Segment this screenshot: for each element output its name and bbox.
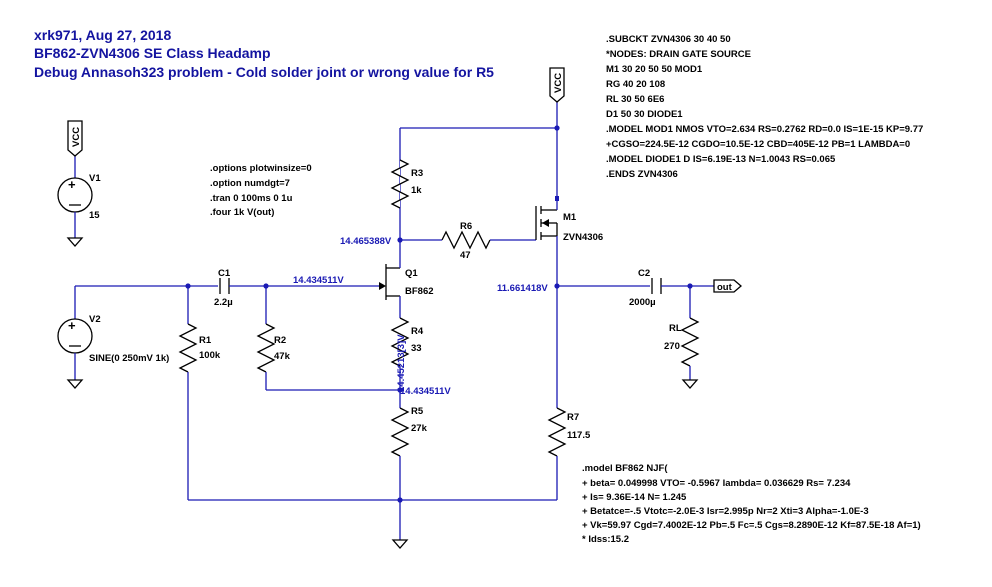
r3-resistor[interactable]: R3 1k	[390, 159, 423, 209]
r1-resistor[interactable]: R1 100k	[178, 286, 221, 500]
rl-value: 270	[664, 341, 680, 352]
rl-resistor[interactable]: RL 270	[664, 286, 700, 380]
v2-name: V2	[89, 314, 101, 325]
r7-value: 117.5	[567, 430, 591, 441]
r5-value: 27k	[411, 423, 428, 434]
subckt-line-7: +CGSO=224.5E-12 CGDO=10.5E-12 CBD=405E-1…	[606, 139, 910, 150]
q1-name: Q1	[405, 268, 418, 279]
voltage-q1-drain: 14.465388V	[340, 236, 392, 247]
v2-value: SINE(0 250mV 1k)	[89, 353, 169, 364]
r6-name: R6	[460, 221, 472, 232]
r4-resistor[interactable]: R4 33	[390, 317, 424, 367]
subckt-listing: .SUBCKT ZVN4306 30 40 50 *NODES: DRAIN G…	[606, 34, 923, 180]
subckt-line-3: RG 40 20 108	[606, 79, 665, 90]
v2-source[interactable]: + V2 SINE(0 250mV 1k)	[57, 286, 169, 380]
r2-name: R2	[274, 335, 286, 346]
subckt-line-9: .ENDS ZVN4306	[606, 169, 678, 180]
v1-value: 15	[89, 210, 100, 221]
jfet-model-line-4: + Vk=59.97 Cgd=7.4002E-12 Pb=.5 Fc=.5 Cg…	[582, 520, 921, 531]
out-port-label: out	[717, 282, 733, 293]
v1-source[interactable]: + V1 15	[57, 150, 101, 238]
r1-value: 100k	[199, 350, 221, 361]
jfet-model-line-0: .model BF862 NJF(	[582, 463, 668, 474]
svg-text:+: +	[68, 177, 76, 192]
r7-resistor[interactable]: R7 117.5	[547, 407, 591, 457]
ground-v1	[66, 237, 84, 247]
directive-1: .option numdgt=7	[210, 178, 290, 189]
r3-value: 1k	[411, 185, 422, 196]
jfet-model-line-2: + Is= 9.36E-14 N= 1.245	[582, 492, 687, 503]
svg-text:+: +	[68, 318, 76, 333]
r3-name: R3	[411, 168, 423, 179]
r6-value: 47	[460, 250, 471, 261]
subckt-line-6: .MODEL MOD1 NMOS VTO=2.634 RS=0.2762 RD=…	[606, 124, 923, 135]
vcc-flag-v1: VCC	[67, 120, 83, 157]
rl-name: RL	[669, 323, 682, 334]
directive-3: .four 1k V(out)	[210, 207, 274, 218]
out-port: out	[713, 279, 742, 293]
vcc-flag-m1-label: VCC	[553, 73, 564, 93]
title-line-1: xrk971, Aug 27, 2018	[34, 27, 171, 43]
subckt-line-1: *NODES: DRAIN GATE SOURCE	[606, 49, 751, 60]
ground-v2	[66, 379, 84, 389]
title-line-2: BF862-ZVN4306 SE Class Headamp	[34, 45, 271, 61]
subckt-line-8: .MODEL DIODE1 D IS=6.19E-13 N=1.0043 RS=…	[606, 154, 836, 165]
vcc-flag-m1: VCC	[549, 67, 565, 103]
r2-resistor[interactable]: R2 47k	[256, 286, 291, 390]
c1-name: C1	[218, 268, 231, 279]
jfet-model-line-1: + beta= 0.049998 VTO= -0.5967 lambda= 0.…	[582, 478, 851, 489]
title-line-3: Debug Annasoh323 problem - Cold solder j…	[34, 64, 494, 80]
subckt-line-4: RL 30 50 6E6	[606, 94, 664, 105]
jfet-model-listing: .model BF862 NJF( + beta= 0.049998 VTO= …	[582, 463, 921, 545]
directive-0: .options plotwinsize=0	[210, 163, 312, 174]
subckt-line-2: M1 30 20 50 50 MOD1	[606, 64, 703, 75]
spice-directives: .options plotwinsize=0 .option numdgt=7 …	[210, 163, 312, 218]
m1-name: M1	[563, 212, 577, 223]
r5-name: R5	[411, 406, 424, 417]
directive-2: .tran 0 100ms 0 1u	[210, 193, 293, 204]
c2-value: 2000µ	[629, 297, 656, 308]
m1-mosfet[interactable]: M1 ZVN4306	[535, 206, 603, 243]
jfet-model-line-3: + Betatce=-.5 Vtotc=-2.0E-3 Isr=2.995p N…	[582, 506, 869, 517]
jfet-model-line-5: * Idss:15.2	[582, 534, 629, 545]
r6-resistor[interactable]: R6 47	[441, 221, 491, 261]
c1-capacitor[interactable]: C1 2.2µ	[214, 268, 233, 308]
subckt-line-0: .SUBCKT ZVN4306 30 40 50	[606, 34, 731, 45]
q1-jfet[interactable]: Q1 BF862	[379, 264, 434, 300]
subckt-line-5: D1 50 30 DIODE1	[606, 109, 683, 120]
c2-name: C2	[638, 268, 650, 279]
ground-rl	[681, 379, 699, 389]
ground-main	[391, 539, 409, 549]
voltage-q1-gate: 14.434511V	[293, 275, 344, 286]
voltage-r4-bottom: 14.434511V	[400, 386, 451, 397]
voltage-q1-source: 14.45213[3]V	[396, 334, 407, 392]
vcc-flag-v1-label: VCC	[71, 127, 82, 147]
r1-name: R1	[199, 335, 212, 346]
r7-name: R7	[567, 412, 579, 423]
m1-value: ZVN4306	[563, 232, 603, 243]
r4-name: R4	[411, 326, 424, 337]
r2-value: 47k	[274, 351, 291, 362]
c2-capacitor[interactable]: C2 2000µ	[629, 268, 662, 308]
c1-value: 2.2µ	[214, 297, 233, 308]
voltage-m1-source: 11.661418V	[497, 283, 548, 294]
v1-name: V1	[89, 173, 101, 184]
r5-resistor[interactable]: R5 27k	[390, 406, 428, 457]
q1-value: BF862	[405, 286, 434, 297]
r4-value: 33	[411, 343, 422, 354]
title-block: xrk971, Aug 27, 2018 BF862-ZVN4306 SE Cl…	[34, 27, 494, 80]
